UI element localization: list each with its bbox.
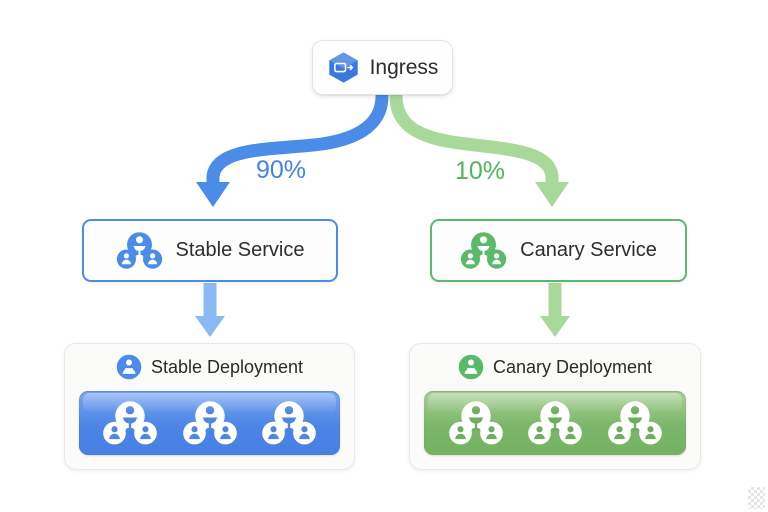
canary-service-to-deployment-arrow xyxy=(540,283,570,337)
canary-service-label: Canary Service xyxy=(520,239,657,261)
canary-deployment-label: Canary Deployment xyxy=(492,356,653,377)
stable-traffic-arrow xyxy=(196,88,389,207)
canary-service-node: Canary Service xyxy=(430,219,687,282)
stable-deployment-label: Stable Deployment xyxy=(150,356,304,377)
ingress-node: Ingress xyxy=(312,40,453,95)
stable-deployment-card: Stable Deployment xyxy=(64,343,355,470)
service-cluster-icon xyxy=(116,231,163,271)
canary-pod-group xyxy=(424,391,686,455)
stable-service-node: Stable Service xyxy=(82,219,338,282)
pod-cluster-icon xyxy=(261,400,317,447)
ingress-label: Ingress xyxy=(369,55,439,79)
stable-service-label: Stable Service xyxy=(175,239,305,261)
stable-traffic-percent: 90% xyxy=(255,156,307,184)
pod-cluster-icon xyxy=(182,400,238,447)
stable-service-to-deployment-arrow xyxy=(195,283,225,337)
canary-traffic-percent: 10% xyxy=(454,157,506,185)
pod-cluster-icon xyxy=(448,400,504,447)
ingress-hexagon-icon xyxy=(327,51,360,84)
service-cluster-icon xyxy=(460,231,507,271)
canary-deployment-header: Canary Deployment xyxy=(410,344,700,390)
pod-cluster-icon xyxy=(527,400,583,447)
deployment-person-icon xyxy=(458,354,484,380)
canary-deployment-card: Canary Deployment xyxy=(409,343,701,470)
pod-cluster-icon xyxy=(607,400,663,447)
canary-traffic-arrow xyxy=(389,88,569,207)
stable-pod-group xyxy=(79,391,340,455)
stable-deployment-header: Stable Deployment xyxy=(65,344,354,390)
pod-cluster-icon xyxy=(102,400,158,447)
watermark-grid xyxy=(748,487,765,509)
deployment-person-icon xyxy=(116,354,142,380)
